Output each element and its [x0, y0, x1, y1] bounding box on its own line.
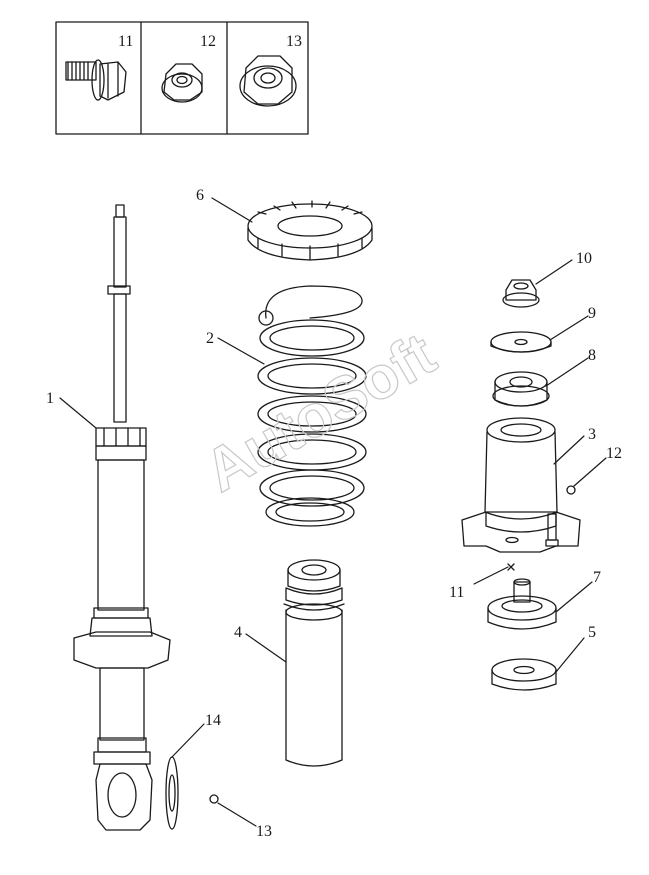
- callout-13: 13: [256, 823, 272, 840]
- callout-11: 11: [449, 584, 464, 601]
- callout-4: 4: [234, 624, 242, 641]
- flange-nut-large-icon: [239, 55, 297, 107]
- fastener-12-marker: [566, 485, 576, 495]
- watermark: AutoSoft: [193, 320, 446, 505]
- washer-9: [490, 331, 552, 353]
- callout-7: 7: [593, 569, 601, 586]
- fastener-legend: [55, 21, 309, 135]
- legend-number-11: 11: [118, 33, 133, 50]
- callout-labels: 1 2 3 4 5 6 7 8 9 10 11 12 13 14: [46, 187, 622, 840]
- nut-10: [502, 279, 540, 308]
- washer-14: [165, 756, 179, 830]
- callout-5: 5: [588, 624, 596, 641]
- bearing-7: [487, 578, 557, 630]
- callout-10: 10: [576, 250, 592, 267]
- legend-number-13: 13: [286, 33, 302, 50]
- callout-12: 12: [606, 445, 622, 462]
- leader-lines: [59, 197, 607, 827]
- fastener-11-marker: [507, 563, 515, 571]
- flange-bolt-icon: [65, 59, 127, 101]
- callout-9: 9: [588, 305, 596, 322]
- upper-spring-seat: [247, 200, 373, 261]
- callout-1: 1: [46, 390, 54, 407]
- callout-3: 3: [588, 426, 596, 443]
- bump-stop-dust-boot: [283, 559, 345, 767]
- bushing-8: [492, 371, 550, 407]
- fastener-13-marker: [209, 794, 219, 804]
- legend-number-12: 12: [200, 33, 216, 50]
- flange-nut-small-icon: [161, 63, 203, 103]
- coil-spring: [257, 285, 367, 527]
- callout-6: 6: [196, 187, 204, 204]
- legend-labels: 11 12 13: [118, 33, 302, 50]
- callout-14: 14: [205, 712, 221, 729]
- strut-mount: [461, 417, 581, 553]
- callout-8: 8: [588, 347, 596, 364]
- callout-2: 2: [206, 330, 214, 347]
- insulator-5: [491, 658, 557, 691]
- shock-absorber: [73, 204, 171, 831]
- legend-frame: [55, 21, 309, 135]
